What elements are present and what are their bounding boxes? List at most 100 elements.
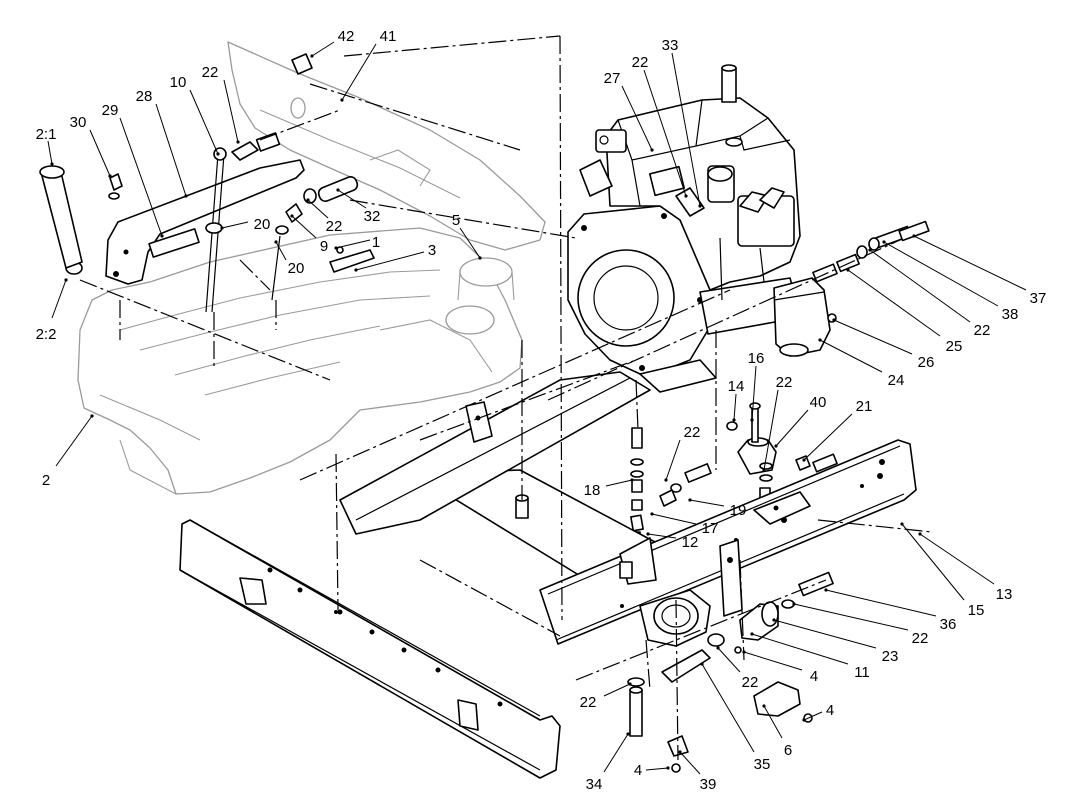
callout-leader-line (651, 513, 697, 525)
callout-28: 28 (136, 88, 188, 198)
callout-number: 11 (854, 664, 870, 681)
throttle-bracket-assembly (39, 53, 375, 313)
callout-number: 22 (326, 218, 343, 235)
callout-number: 29 (102, 102, 119, 119)
callout-leader-line (803, 413, 853, 461)
callout-leader-line (679, 751, 701, 775)
callout-leader-tip (750, 418, 754, 422)
callout-leader-tip (882, 240, 886, 244)
callout-leader-line (603, 733, 629, 773)
callout-leader-line (603, 683, 631, 697)
callout-17: 17 (650, 512, 718, 537)
callout-leader-line (803, 711, 823, 721)
callout-30: 30 (70, 114, 112, 178)
callout-leader-tip (792, 602, 796, 606)
callout-leader-tip (846, 268, 850, 272)
callout-leader-line (847, 269, 941, 337)
callout-leader-line (311, 41, 335, 57)
callout-number: 32 (364, 208, 381, 225)
callout-leader-tip (688, 498, 692, 502)
callout-number: 16 (748, 350, 765, 367)
callout-leader-line (341, 43, 377, 101)
callout-leader-line (605, 479, 633, 487)
callout-number: 35 (754, 756, 771, 773)
callout-number: 33 (662, 37, 679, 54)
callout-leader-tip (732, 418, 736, 422)
callout-leader-line (751, 365, 757, 421)
callout-number: 13 (996, 586, 1013, 603)
callout-leader-tip (646, 532, 650, 536)
callout-leader-tip (478, 256, 482, 260)
callout-number: 22 (776, 374, 793, 391)
callout-leader-tip (310, 54, 314, 58)
callout-leader-line (913, 235, 1027, 291)
callout-leader-line (55, 415, 93, 467)
callout-leader-line (335, 239, 371, 249)
callout-12: 12 (646, 532, 698, 551)
assembly-centerlines (79, 35, 933, 761)
callout-22: 22 (580, 682, 632, 711)
callout-leader-tip (650, 148, 654, 152)
callout-42: 42 (310, 28, 354, 58)
callout-2:2: 2:2 (36, 278, 68, 343)
callout-22: 22 (664, 424, 700, 482)
callout-leader-line (751, 633, 849, 665)
callout-leader-line (775, 409, 809, 447)
callout-leader-tip (824, 588, 828, 592)
callout-27: 27 (604, 70, 654, 152)
callout-number: 27 (604, 70, 621, 87)
callout-leader-tip (336, 188, 340, 192)
callout-number: 39 (700, 776, 717, 793)
callout-leader-tip (334, 246, 338, 250)
callout-20: 20 (220, 216, 270, 233)
callout-leader-line (733, 393, 737, 421)
callout-leader-tip (274, 240, 278, 244)
callout-22: 22 (868, 248, 990, 339)
callout-23: 23 (772, 618, 898, 665)
callout-leader-tip (160, 234, 164, 238)
callout-number: 2:2 (36, 326, 57, 343)
lower-right-components (627, 571, 834, 773)
callout-leader-line (647, 533, 677, 539)
callout-9: 9 (290, 214, 328, 255)
callout-number: 42 (338, 28, 355, 45)
callout-leader-line (671, 52, 701, 207)
callout-35: 35 (700, 662, 770, 773)
callout-leader-tip (698, 204, 702, 208)
callout-13: 13 (918, 532, 1012, 603)
callout-leader-line (223, 79, 239, 143)
callout-number: 38 (1002, 306, 1019, 323)
callout-22: 22 (762, 374, 792, 472)
callout-15: 15 (900, 522, 984, 619)
callout-37: 37 (912, 234, 1046, 307)
callout-2:1: 2:1 (36, 126, 56, 166)
callout-10: 10 (170, 74, 220, 156)
callout-leader-line (773, 619, 877, 649)
callout-leader-line (743, 651, 803, 671)
callout-leader-line (337, 189, 367, 209)
callout-leader-tip (340, 98, 344, 102)
callout-leader-tip (742, 650, 746, 654)
fuel-line-fittings (630, 427, 712, 543)
callout-22: 22 (306, 198, 342, 235)
callout-20: 20 (274, 240, 304, 277)
callout-1: 1 (334, 234, 380, 251)
callout-leader-line (793, 603, 909, 631)
callout-number: 23 (882, 648, 899, 665)
callout-leader-tip (90, 414, 94, 418)
callout-number: 9 (320, 238, 328, 255)
callout-number: 22 (632, 54, 649, 71)
callout-leader-tip (666, 766, 670, 770)
engine (567, 64, 801, 393)
callout-number: 21 (856, 398, 873, 415)
callout-leader-tip (64, 278, 68, 282)
callout-33: 33 (662, 37, 702, 208)
callout-4: 4 (634, 762, 670, 779)
callout-number: 4 (826, 702, 834, 719)
callout-22: 22 (632, 54, 688, 198)
callout-number: 10 (170, 74, 187, 91)
callout-number: 17 (702, 520, 719, 537)
callout-32: 32 (336, 188, 380, 225)
callout-leader-line (291, 215, 317, 239)
